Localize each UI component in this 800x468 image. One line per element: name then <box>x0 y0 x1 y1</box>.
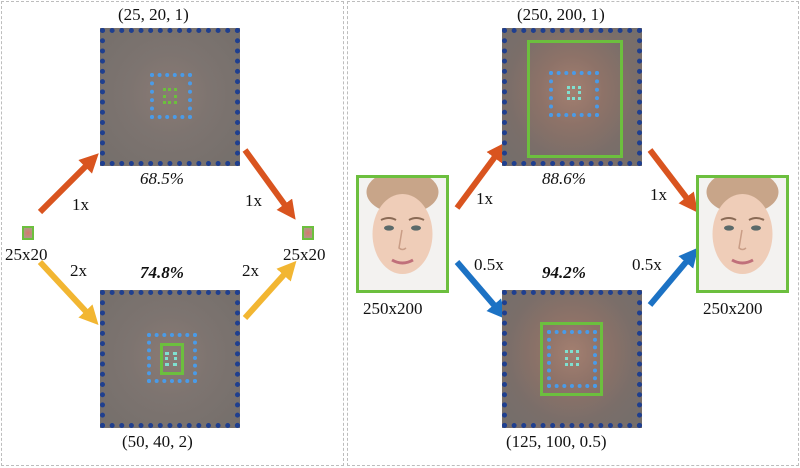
left-input-label: 25x20 <box>5 245 48 264</box>
arrow-left-top-in <box>37 153 99 215</box>
face-drawing <box>359 178 446 290</box>
left-bottom-inner-field <box>165 352 177 366</box>
left-top-receptive-field <box>150 73 192 119</box>
left-bottom-receptive-field <box>147 333 197 383</box>
right-output-label: 250x200 <box>703 299 763 318</box>
right-bottom-in-scale: 0.5x <box>474 255 504 274</box>
left-output-thumbnail <box>302 226 314 240</box>
left-input-thumbnail <box>22 226 34 240</box>
right-top-map-label: (250, 200, 1) <box>517 5 605 24</box>
left-top-in-scale: 1x <box>72 195 89 214</box>
right-top-receptive-field <box>549 71 599 117</box>
arrow-right-bottom-out <box>647 247 699 307</box>
left-bottom-out-scale: 2x <box>242 261 259 280</box>
face-drawing <box>699 178 786 290</box>
right-top-green-box <box>527 40 623 158</box>
left-top-map-label: (25, 20, 1) <box>118 5 189 24</box>
right-output-face-image <box>696 175 789 293</box>
arrow-right-top-out <box>647 148 698 213</box>
right-top-accuracy: 88.6% <box>542 169 586 188</box>
left-output-label: 25x20 <box>283 245 326 264</box>
right-top-out-scale: 1x <box>650 185 667 204</box>
left-bottom-feature-map <box>100 290 240 428</box>
right-bottom-feature-map <box>502 290 642 428</box>
left-top-inner-field <box>163 88 177 104</box>
left-panel <box>1 1 344 466</box>
right-top-inner-field <box>567 86 581 100</box>
arrow-left-bottom-out <box>242 260 297 321</box>
left-top-accuracy: 68.5% <box>140 169 184 188</box>
right-bottom-receptive-field <box>547 330 597 388</box>
right-input-label: 250x200 <box>363 299 423 318</box>
left-bottom-green-box <box>160 343 184 375</box>
left-top-out-scale: 1x <box>245 191 262 210</box>
right-panel <box>347 1 799 466</box>
right-top-feature-map <box>502 28 642 166</box>
left-bottom-map-label: (50, 40, 2) <box>122 432 193 451</box>
left-bottom-in-scale: 2x <box>70 261 87 280</box>
arrow-left-bottom-in <box>37 259 99 326</box>
arrow-right-bottom-in <box>454 260 507 320</box>
right-input-face-image <box>356 175 449 293</box>
right-top-in-scale: 1x <box>476 189 493 208</box>
right-bottom-inner-field <box>565 350 579 366</box>
right-bottom-map-label: (125, 100, 0.5) <box>506 432 607 451</box>
left-top-feature-map <box>100 28 240 166</box>
right-bottom-green-box <box>540 322 603 396</box>
right-bottom-accuracy: 94.2% <box>542 263 586 282</box>
left-bottom-accuracy: 74.8% <box>140 263 184 282</box>
arrow-right-top-in <box>454 142 506 210</box>
right-bottom-out-scale: 0.5x <box>632 255 662 274</box>
arrow-left-top-out <box>242 148 296 220</box>
